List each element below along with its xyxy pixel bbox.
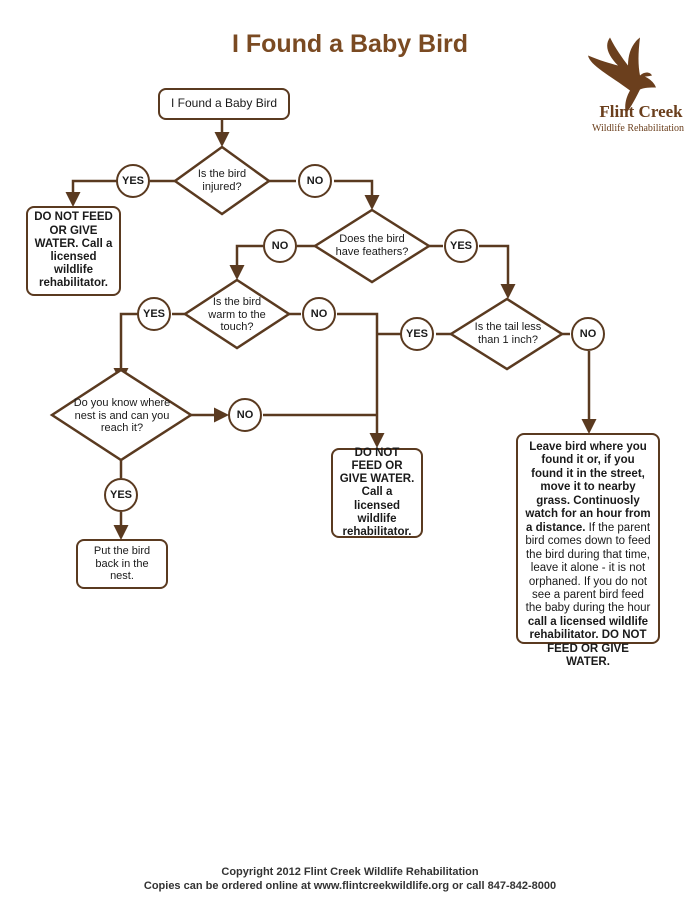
yes-circle-feathers: YES [444, 229, 478, 263]
no-circle-feathers: NO [263, 229, 297, 263]
start-box: I Found a Baby Bird [158, 88, 290, 120]
question-nest: Do you know where nest is and can you re… [68, 396, 176, 436]
leave-normal-text: If the parent bird comes down to feed th… [525, 521, 651, 615]
rehab-box-injured: DO NOT FEED OR GIVE WATER. Call a licens… [26, 206, 121, 296]
start-label: I Found a Baby Bird [170, 96, 278, 111]
leave-bird-box: Leave bird where you found it or, if you… [516, 433, 660, 668]
question-feathers: Does the bird have feathers? [330, 231, 414, 261]
page-title: I Found a Baby Bird [231, 30, 469, 58]
footer-order-info: Copies can be ordered online at www.flin… [143, 880, 557, 892]
logo-name: Flint Creek [599, 102, 683, 121]
yes-circle-injured: YES [116, 164, 150, 198]
rehab-text-injured: DO NOT FEED OR GIVE WATER. Call a licens… [34, 211, 113, 290]
no-circle-injured: NO [298, 164, 332, 198]
question-tail-text: Is the tail less than 1 inch? [474, 321, 542, 346]
hawk-icon [588, 37, 656, 114]
no-circle-nest: NO [228, 398, 262, 432]
question-injured: Is the bird injured? [188, 166, 256, 196]
question-nest-text: Do you know where nest is and can you re… [73, 397, 171, 435]
question-feathers-text: Does the bird have feathers? [335, 233, 409, 258]
put-back-text: Put the bird back in the nest. [93, 545, 151, 583]
question-injured-text: Is the bird injured? [197, 168, 247, 193]
question-warm: Is the bird warm to the touch? [200, 294, 274, 336]
no-circle-warm: NO [302, 297, 336, 331]
question-tail: Is the tail less than 1 inch? [466, 319, 550, 349]
leave-call-text: call a licensed wildlife rehabilitator. … [527, 615, 649, 669]
put-back-box: Put the bird back in the nest. [76, 539, 168, 589]
rehab-text-main: DO NOT FEED OR GIVE WATER. Call a licens… [339, 446, 415, 539]
logo-subtitle: Wildlife Rehabilitation [591, 123, 685, 134]
rehab-box-main: DO NOT FEED OR GIVE WATER. Call a licens… [331, 446, 423, 539]
yes-circle-tail: YES [400, 317, 434, 351]
footer-copyright: Copyright 2012 Flint Creek Wildlife Reha… [221, 866, 479, 878]
no-circle-tail: NO [571, 317, 605, 351]
leave-bold-text: Leave bird where you found it or, if you… [525, 441, 651, 534]
yes-circle-nest: YES [104, 478, 138, 512]
question-warm-text: Is the bird warm to the touch? [208, 296, 266, 334]
yes-circle-warm: YES [137, 297, 171, 331]
